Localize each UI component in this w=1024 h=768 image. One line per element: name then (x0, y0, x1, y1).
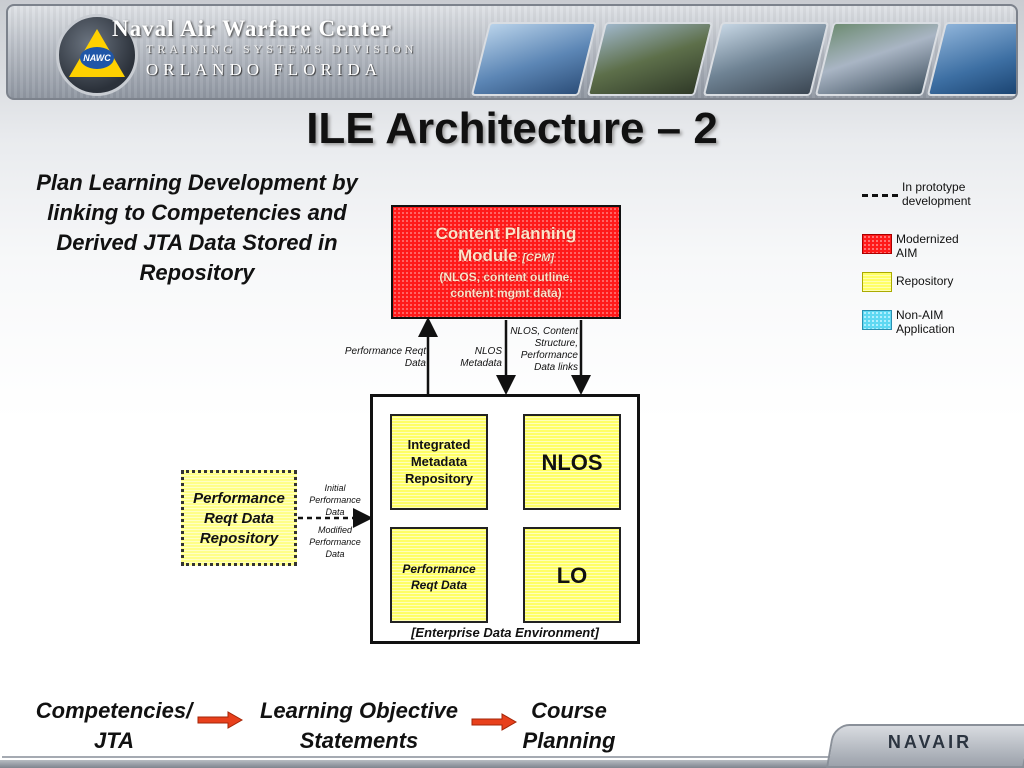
dashed-line-icon (862, 194, 898, 197)
org-division: TRAINING SYSTEMS DIVISION (146, 42, 418, 56)
banner-photo-pilot (586, 22, 714, 96)
org-location: ORLANDO FLORIDA (146, 60, 383, 79)
cyan-swatch-icon (862, 310, 892, 330)
cpm-sub-line2: content mgmt data) (450, 286, 562, 300)
environment-label: [Enterprise Data Environment] (411, 625, 599, 640)
flow-step-learning-objectives: Learning Objective Statements (259, 698, 459, 753)
legend-label: Repository (896, 274, 954, 288)
banner-photo-jet (470, 22, 598, 96)
banner-photo-sailors (814, 22, 942, 96)
footer-bar (0, 760, 1024, 768)
cpm-title-line2: Module (457, 246, 518, 265)
content-planning-module: Content Planning Module [CPM] (NLOS, con… (391, 205, 621, 319)
performance-reqt-data-repository: Performance Reqt Data Repository (181, 470, 297, 566)
cpm-title-line1: Content Planning (435, 224, 577, 243)
nlos-box: NLOS (523, 414, 621, 510)
cpm-tag: [CPM] (522, 252, 554, 264)
legend-label: Modernized AIM (896, 232, 959, 260)
legend-item-prototype: In prototype development (862, 180, 982, 208)
flow-arrow-icon (197, 711, 244, 729)
nawc-logo: NAWC (56, 14, 138, 96)
label-initial-performance-data: Initial Performance Data (309, 483, 361, 517)
org-name: Naval Air Warfare Center (112, 16, 393, 41)
label-modified-performance-data: Modified Performance Data (309, 525, 361, 559)
navair-logo-text: NAVAIR (887, 732, 973, 752)
legend-item-modernized-aim: Modernized AIM (862, 232, 976, 260)
integrated-metadata-repository: Integrated Metadata Repository (390, 414, 488, 510)
intro-text: Plan Learning Development by linking to … (36, 170, 358, 285)
cpm-sub-line1: (NLOS, content outline, (439, 270, 573, 284)
legend-item-repository: Repository (862, 270, 976, 292)
yellow-swatch-icon (862, 272, 892, 292)
label-nlos-content-structure: NLOS, Content Structure, Performance Dat… (510, 326, 578, 373)
cpm-title: Content Planning Module [CPM] (393, 223, 619, 269)
performance-reqt-data-box: Performance Reqt Data (390, 527, 488, 623)
cpm-title-line2-wrap: Module [CPM] (393, 245, 619, 269)
flow-step-course-planning: Course Planning (522, 698, 616, 753)
lo-box: LO (523, 527, 621, 623)
legend-item-non-aim: Non-AIM Application (862, 308, 976, 336)
legend-label: In prototype development (902, 180, 971, 208)
label-performance-reqt-data: Performance Reqt Data (344, 346, 426, 369)
legend-label: Non-AIM Application (896, 308, 955, 336)
red-swatch-icon (862, 234, 892, 254)
label-nlos-metadata: NLOS Metadata (460, 346, 502, 369)
header-banner: NAWC Naval Air Warfare Center TRAINING S… (6, 4, 1018, 100)
banner-photo-ship (702, 22, 830, 96)
flow-step-competencies: Competencies/ JTA (35, 698, 193, 753)
flow-arrow-icon (471, 713, 518, 731)
logo-text: NAWC (80, 47, 114, 69)
slide-title: ILE Architecture – 2 (306, 104, 718, 153)
